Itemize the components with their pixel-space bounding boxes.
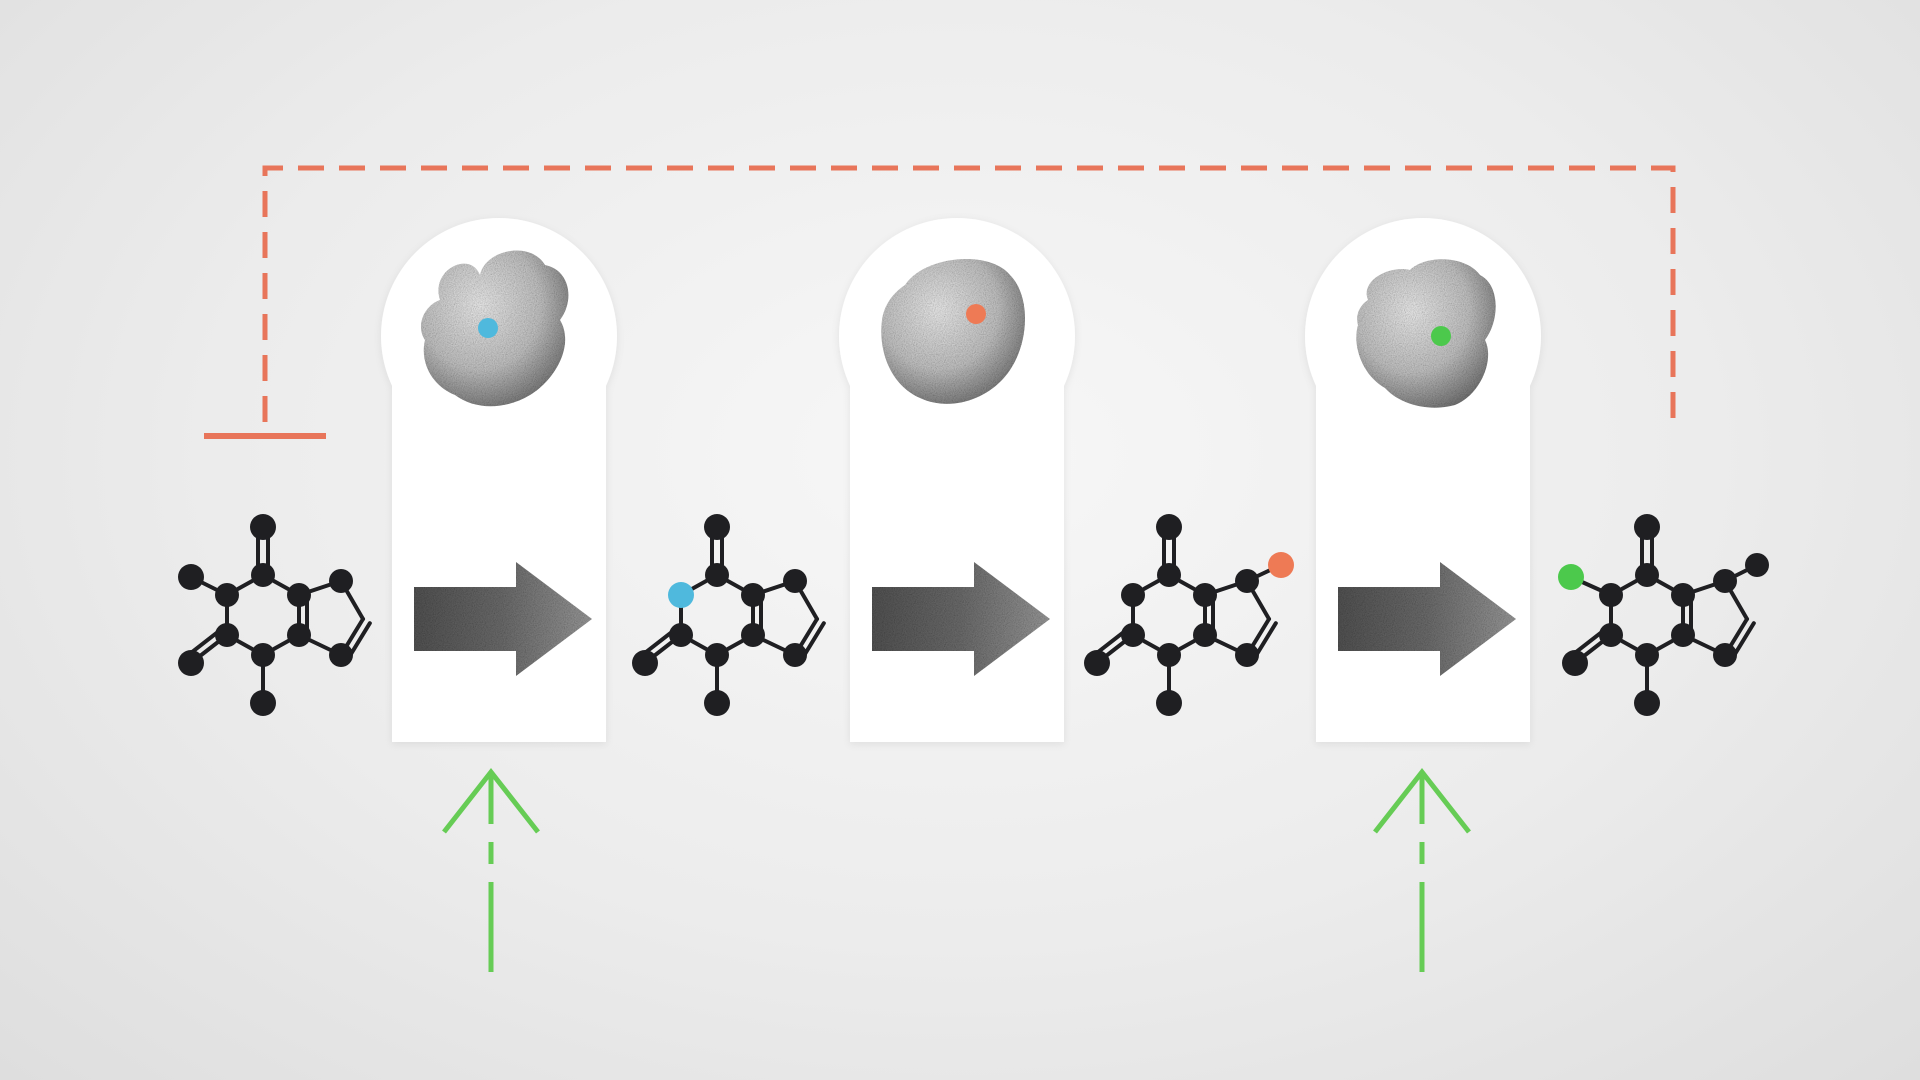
product-molecule-icon xyxy=(1558,514,1769,716)
reaction-arrow-icon xyxy=(1338,562,1516,676)
atom xyxy=(1634,514,1660,540)
atom xyxy=(287,623,311,647)
atom xyxy=(1156,690,1182,716)
atom xyxy=(741,623,765,647)
atom xyxy=(1235,569,1259,593)
intermediate-1-molecule-icon xyxy=(632,514,826,716)
atom xyxy=(1084,650,1110,676)
atom xyxy=(1121,583,1145,607)
enzyme-2-blob-icon xyxy=(881,258,1025,404)
atom xyxy=(1193,623,1217,647)
atom xyxy=(1745,553,1769,577)
enzyme-3-blob-icon xyxy=(1356,259,1496,408)
atom xyxy=(215,623,239,647)
induction-arrow-icon-1 xyxy=(442,767,540,972)
atom xyxy=(1671,623,1695,647)
atom xyxy=(178,564,204,590)
atom xyxy=(1713,569,1737,593)
atom xyxy=(1713,643,1737,667)
atom xyxy=(632,650,658,676)
atom xyxy=(251,563,275,587)
induction-arrow-icon-2 xyxy=(1373,767,1471,972)
atom xyxy=(704,690,730,716)
atom xyxy=(1599,623,1623,647)
feedback-dashed-path xyxy=(262,165,1676,428)
atom xyxy=(1235,643,1259,667)
atom xyxy=(329,569,353,593)
atom xyxy=(741,583,765,607)
atom xyxy=(178,650,204,676)
atom xyxy=(1635,563,1659,587)
active-site-green xyxy=(1431,326,1451,346)
atom xyxy=(1634,690,1660,716)
atom xyxy=(1635,643,1659,667)
atom xyxy=(1157,643,1181,667)
enzyme-panel-3 xyxy=(1305,218,1541,742)
atom xyxy=(329,643,353,667)
modification-atom-orange xyxy=(1268,552,1294,578)
reaction-arrow-icon xyxy=(872,562,1050,676)
atom xyxy=(783,569,807,593)
atom xyxy=(1599,583,1623,607)
intermediate-2-molecule-icon xyxy=(1084,514,1294,716)
atom xyxy=(1193,583,1217,607)
atom xyxy=(1562,650,1588,676)
reaction-arrow-icon xyxy=(414,562,592,676)
atom xyxy=(251,643,275,667)
atom xyxy=(1157,563,1181,587)
feedback-inhibition-line xyxy=(204,165,1676,439)
active-site-orange xyxy=(966,304,986,324)
atom xyxy=(250,690,276,716)
modification-atom-blue xyxy=(668,582,694,608)
active-site-blue xyxy=(478,318,498,338)
atom xyxy=(705,643,729,667)
atom xyxy=(1671,583,1695,607)
substrate-molecule-icon xyxy=(178,514,372,716)
atom xyxy=(669,623,693,647)
modification-atom-green xyxy=(1558,564,1584,590)
atom xyxy=(1156,514,1182,540)
atom xyxy=(250,514,276,540)
atom xyxy=(215,583,239,607)
atom xyxy=(705,563,729,587)
atom xyxy=(287,583,311,607)
atom xyxy=(1121,623,1145,647)
atom xyxy=(783,643,807,667)
enzyme-1-blob-icon xyxy=(420,250,569,407)
atom xyxy=(704,514,730,540)
